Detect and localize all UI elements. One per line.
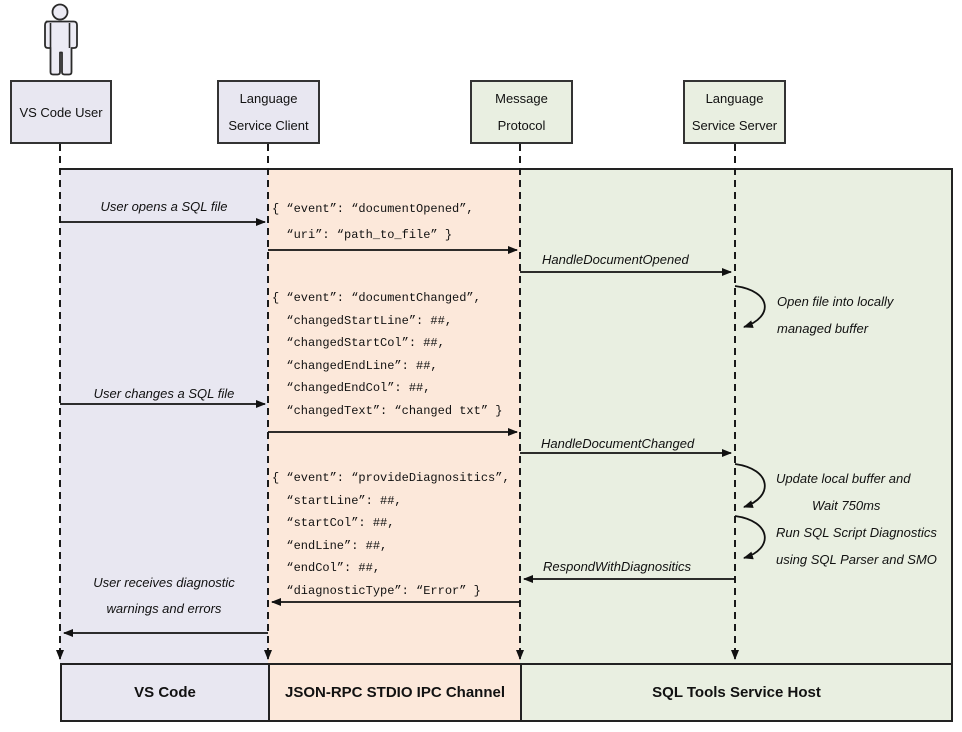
label-update-buffer-line1: Update local buffer and	[776, 471, 911, 486]
participant-language-service-client: Language Service Client	[217, 80, 320, 144]
message-line: “changedStartCol”: ##,	[272, 336, 445, 350]
footer-label: SQL Tools Service Host	[652, 684, 821, 701]
label-open-locally-line1: Open file into locally	[777, 294, 894, 309]
person-icon	[44, 3, 78, 76]
message-line: “changedEndCol”: ##,	[272, 381, 431, 395]
label-handle-document-opened: HandleDocumentOpened	[542, 252, 689, 267]
label-user-receives-line1: User receives diagnostic	[93, 575, 235, 590]
label-run-diagnostics-line2: using SQL Parser and SMO	[776, 552, 937, 567]
lifeline-language-service-client	[267, 144, 269, 650]
participant-message-protocol: Message Protocol	[470, 80, 573, 144]
message-line: “diagnosticType”: “Error” }	[272, 583, 481, 598]
message-line: “changedText”: “changed txt” }	[272, 403, 503, 418]
lifeline-language-service-server	[734, 144, 736, 650]
footer-sql-tools-service-host: SQL Tools Service Host	[520, 665, 951, 720]
participant-label: Message	[495, 91, 548, 106]
label-user-changes: User changes a SQL file	[93, 386, 235, 401]
label-handle-document-changed: HandleDocumentChanged	[541, 436, 695, 451]
lifeline-message-protocol	[519, 144, 521, 650]
message-line: “changedEndLine”: ##,	[272, 358, 438, 373]
participant-label: Language	[705, 91, 764, 106]
footer-json-rpc-channel: JSON-RPC STDIO IPC Channel	[268, 665, 520, 720]
label-update-buffer-line2: Wait 750ms	[812, 498, 881, 513]
message-line: “uri”: “path_to_file” }	[272, 228, 453, 242]
participant-label: Service Client	[228, 118, 309, 133]
label-respond-with-diagnostics: RespondWithDiagnositics	[543, 559, 692, 574]
participant-label: VS Code User	[19, 104, 103, 120]
message-line: “changedStartLine”: ##,	[272, 313, 453, 328]
message-document-opened: { “event”: “documentOpened”, “uri”: “pat…	[272, 196, 474, 248]
label-open-locally-line2: managed buffer	[777, 321, 869, 336]
message-line: “startCol”: ##,	[272, 516, 395, 530]
label-user-opens: User opens a SQL file	[100, 199, 228, 214]
lifeline-vscode-user	[59, 144, 61, 650]
footer-label: JSON-RPC STDIO IPC Channel	[284, 684, 506, 701]
footer-vscode: VS Code	[62, 665, 268, 720]
message-provide-diagnostics: { “event”: “provideDiagnositics”, “start…	[272, 467, 510, 602]
message-line: “endCol”: ##,	[272, 561, 381, 575]
message-line: { “event”: “provideDiagnositics”,	[272, 471, 510, 485]
label-user-receives-line2: warnings and errors	[106, 601, 222, 616]
participant-label: Service Server	[691, 118, 778, 133]
label-run-diagnostics-line1: Run SQL Script Diagnostics	[776, 525, 937, 540]
lane-ipc-channel	[268, 170, 520, 663]
participant-label: Protocol	[497, 118, 546, 133]
message-line: { “event”: “documentOpened”,	[272, 202, 474, 216]
message-line: “endLine”: ##,	[272, 538, 388, 553]
footer-label: VS Code	[134, 684, 196, 701]
participant-vscode-user: VS Code User	[10, 80, 112, 144]
lane-vscode	[60, 170, 268, 663]
message-line: “startLine”: ##,	[272, 493, 402, 508]
participant-language-service-server: Language Service Server	[683, 80, 786, 144]
message-line: { “event”: “documentChanged”,	[272, 291, 481, 305]
system-footer: VS Code JSON-RPC STDIO IPC Channel SQL T…	[60, 663, 953, 722]
participant-label: Language	[239, 91, 298, 106]
message-document-changed: { “event”: “documentChanged”, “changedSt…	[272, 287, 502, 422]
